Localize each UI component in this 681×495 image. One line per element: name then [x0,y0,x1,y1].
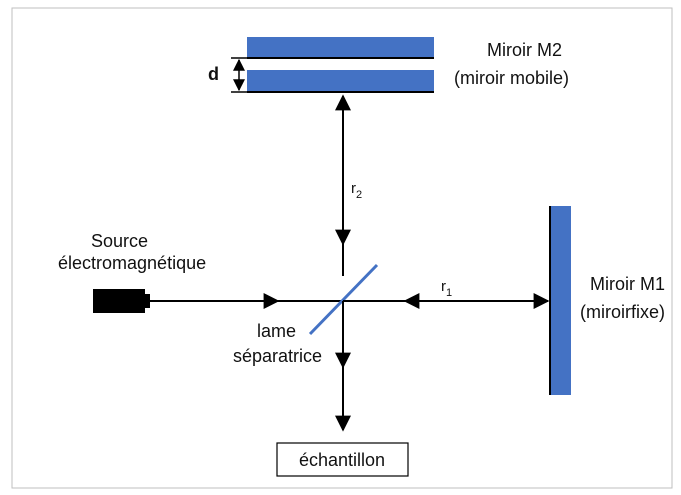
path-r1-main: r [441,278,446,295]
path-r1-subscript: 1 [446,287,452,299]
mirror-m2-upper-plate [247,37,434,58]
path-r2-main: r [351,180,356,197]
mirror-m2-subtitle: (miroir mobile) [454,68,569,88]
mirror-m1-subtitle: (miroirfixe) [580,302,665,322]
mirror-m2-lower-plate [247,70,434,91]
path-r1-label: r1 [441,278,452,299]
beam-splitter-plate [308,263,379,336]
mirror-m1-title: Miroir M1 [590,274,665,294]
path-r2-label: r2 [351,180,362,201]
source-nozzle [145,294,150,308]
mirror-m1-plate [550,206,571,395]
source-block [93,289,145,313]
mirror-m2-title: Miroir M2 [487,40,562,60]
spacing-label: d [208,64,219,84]
splitter-label-line2: séparatrice [233,346,322,366]
sample-box [276,442,409,477]
source-label-line1: Source [91,231,148,251]
sample-label: échantillon [299,450,385,470]
source-label-line2: électromagnétique [58,253,206,273]
path-r2-subscript: 2 [356,189,362,201]
splitter-label-line1: lame [257,321,296,341]
